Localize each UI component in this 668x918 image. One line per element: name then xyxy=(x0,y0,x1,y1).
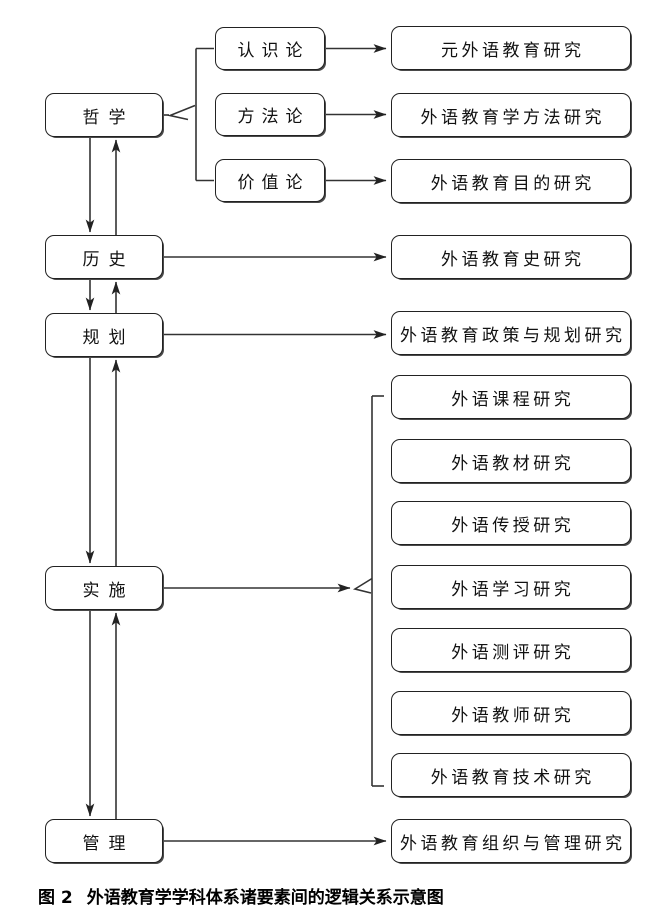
node-research-teacher: 外语教师研究 xyxy=(391,691,631,735)
node-research-instruction: 外语传授研究 xyxy=(391,501,631,545)
figure-caption-label: 图 2 xyxy=(38,888,73,908)
edge-philosophy-branch-fork xyxy=(167,104,196,121)
node-research-organization-management: 外语教育组织与管理研究 xyxy=(391,819,631,863)
figure-caption-text: 外语教育学学科体系诸要素间的逻辑关系示意图 xyxy=(86,888,444,908)
node-implementation: 实施 xyxy=(45,566,163,610)
node-research-meta: 元外语教育研究 xyxy=(391,26,631,70)
edge-implementation-fork xyxy=(352,577,373,594)
node-axiology: 价值论 xyxy=(215,159,325,202)
node-epistemology: 认识论 xyxy=(215,27,325,70)
node-research-curriculum: 外语课程研究 xyxy=(391,375,631,419)
node-philosophy: 哲学 xyxy=(45,93,163,137)
node-research-learning: 外语学习研究 xyxy=(391,565,631,609)
node-management: 管理 xyxy=(45,819,163,863)
node-research-history: 外语教育史研究 xyxy=(391,235,631,279)
node-methodology: 方法论 xyxy=(215,93,325,136)
node-planning: 规划 xyxy=(45,313,163,357)
node-research-policy-planning: 外语教育政策与规划研究 xyxy=(391,311,631,355)
node-research-method: 外语教育学方法研究 xyxy=(391,93,631,137)
node-research-aims: 外语教育目的研究 xyxy=(391,159,631,203)
figure-caption: 图 2 外语教育学学科体系诸要素间的逻辑关系示意图 xyxy=(38,883,444,908)
node-research-materials: 外语教材研究 xyxy=(391,439,631,483)
node-research-edtech: 外语教育技术研究 xyxy=(391,753,631,797)
node-history: 历史 xyxy=(45,235,163,279)
node-research-assessment: 外语测评研究 xyxy=(391,628,631,672)
